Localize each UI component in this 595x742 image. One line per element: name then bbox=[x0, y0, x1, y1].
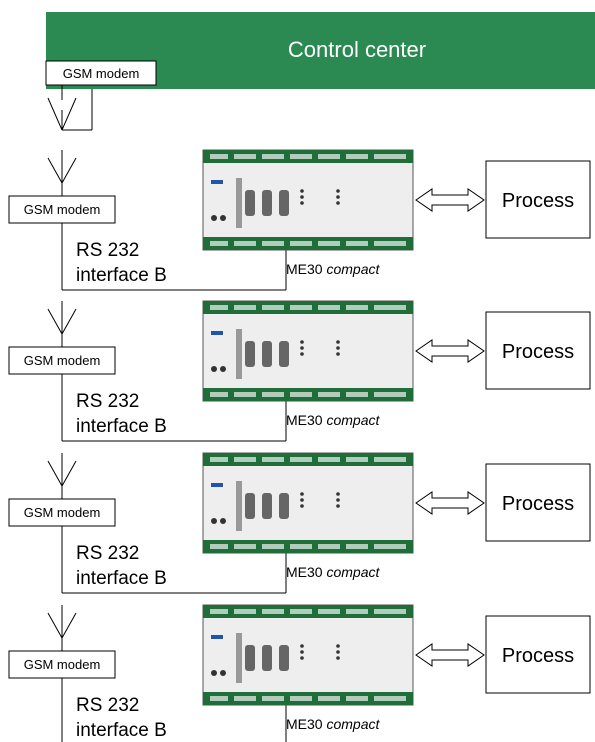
interface-label-line2: interface B bbox=[76, 265, 167, 286]
double-arrow-icon bbox=[415, 643, 485, 667]
process-box bbox=[485, 311, 591, 390]
double-arrow-icon bbox=[415, 339, 485, 363]
interface-label-line1: RS 232 bbox=[76, 240, 139, 261]
gsm-modem-label: GSM modem bbox=[24, 657, 101, 672]
control-center: Control center GSM modem bbox=[45, 12, 595, 131]
me30-device-icon bbox=[202, 149, 414, 251]
interface-label-line2: interface B bbox=[76, 720, 167, 741]
interface-label-line1: RS 232 bbox=[76, 391, 139, 412]
interface-label-line1: RS 232 bbox=[76, 695, 139, 716]
process-label: Process bbox=[502, 493, 574, 515]
interface-label-line2: interface B bbox=[76, 416, 167, 437]
process-box bbox=[485, 615, 591, 694]
antenna-icon bbox=[47, 150, 77, 196]
process-box bbox=[485, 160, 591, 239]
antenna-icon bbox=[47, 453, 77, 499]
gsm-modem-box bbox=[8, 346, 116, 375]
control-center-modem-label: GSM modem bbox=[63, 66, 140, 81]
antenna-icon bbox=[47, 301, 77, 347]
station: GSM modem RS 232 interface B ME30 compac… bbox=[8, 300, 591, 442]
interface-label-line2: interface B bbox=[76, 568, 167, 589]
antenna-icon bbox=[47, 85, 93, 131]
gsm-modem-label: GSM modem bbox=[24, 202, 101, 217]
double-arrow-icon bbox=[415, 491, 485, 515]
control-center-modem-box bbox=[45, 60, 157, 86]
me30-device-icon bbox=[202, 452, 414, 554]
station: GSM modem RS 232 interface B ME30 compac… bbox=[8, 452, 591, 594]
process-label: Process bbox=[502, 190, 574, 212]
interface-label-line1: RS 232 bbox=[76, 543, 139, 564]
gsm-modem-label: GSM modem bbox=[24, 353, 101, 368]
process-label: Process bbox=[502, 341, 574, 363]
me30-device-icon bbox=[202, 300, 414, 402]
process-box bbox=[485, 463, 591, 542]
device-label: ME30 compact bbox=[286, 261, 380, 277]
antenna-icon bbox=[47, 605, 77, 651]
gsm-modem-label: GSM modem bbox=[24, 505, 101, 520]
station: GSM modem RS 232 interface B ME30 compac… bbox=[8, 149, 591, 291]
gsm-modem-box bbox=[8, 498, 116, 527]
control-center-title: Control center bbox=[288, 37, 426, 62]
station: GSM modem RS 232 interface B ME30 compac… bbox=[8, 604, 591, 742]
process-label: Process bbox=[502, 645, 574, 667]
gsm-modem-box bbox=[8, 650, 116, 679]
device-label: ME30 compact bbox=[286, 564, 380, 580]
double-arrow-icon bbox=[415, 188, 485, 212]
device-label: ME30 compact bbox=[286, 716, 380, 732]
device-label: ME30 compact bbox=[286, 412, 380, 428]
me30-device-icon bbox=[202, 604, 414, 706]
